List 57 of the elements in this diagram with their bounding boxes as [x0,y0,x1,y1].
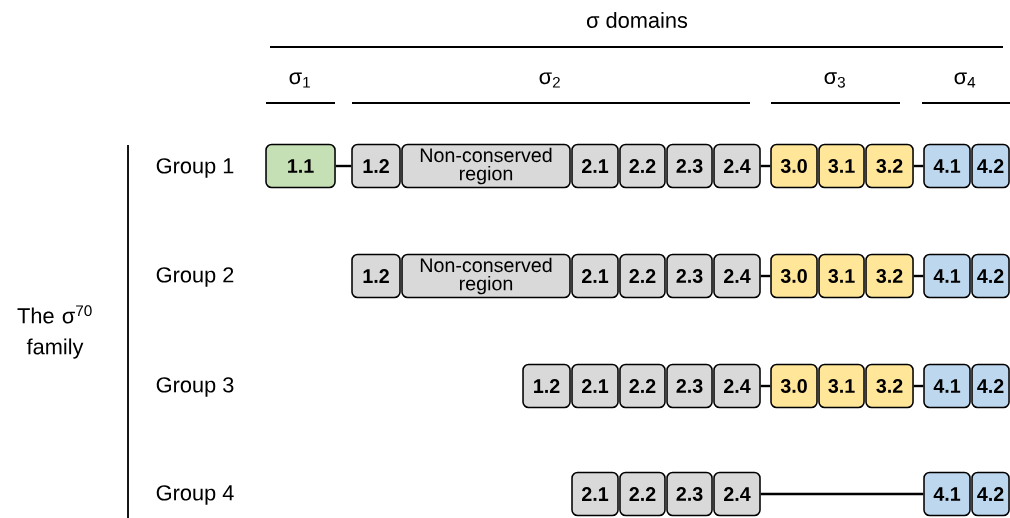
domain-box: 3.2 [865,253,914,299]
domain-box: 4.2 [971,253,1010,299]
connector-line [760,274,771,278]
domain-box: 2.2 [619,143,666,189]
domain-box: 2.2 [619,363,666,409]
domain-box: 3.1 [818,253,865,299]
domain-box: 2.4 [713,253,761,299]
region-box: Non-conserved region [401,143,571,189]
domain-box: 3.1 [818,363,865,409]
domain-box: 2.4 [713,363,761,409]
domain-box: 1.1 [265,143,336,189]
connector-line [913,164,924,168]
group-label: Group 4 [156,485,234,505]
domain-box: 3.1 [818,143,865,189]
domain-box: 3.0 [770,143,818,189]
heading-label: σ$_{3}$ [824,72,845,88]
region-box: Non-conserved region [401,253,571,299]
heading-label: σ$_{2}$ [539,72,560,88]
domain-box: 2.4 [713,143,761,189]
domain-box: 1.2 [351,253,401,299]
family-label: The σ$^{70}$ family [17,305,92,359]
domain-box: 3.2 [865,143,914,189]
domain-box: 4.2 [971,363,1010,409]
domain-box: 4.1 [923,143,971,189]
domain-box: 2.4 [713,471,761,517]
domain-box: 2.2 [619,253,666,299]
group-label: Group 1 [156,158,234,178]
domain-box: 2.1 [571,143,619,189]
domain-box: 2.1 [571,253,619,299]
connector-line [335,164,352,168]
domain-box: 1.2 [351,143,401,189]
connector-line [760,164,771,168]
connector-line [760,492,924,496]
domain-box: 2.1 [571,471,619,517]
domain-box: 3.0 [770,253,818,299]
domain-box: 3.0 [770,363,818,409]
domain-box: 2.3 [666,143,713,189]
domain-box: 2.3 [666,363,713,409]
domain-box: 2.1 [571,363,619,409]
domain-box: 3.2 [865,363,914,409]
domain-box: 2.2 [619,471,666,517]
domain-box: 4.2 [971,471,1010,517]
heading-label: σ$_{4}$ [954,72,976,88]
connector-line [913,274,924,278]
domain-box: 4.2 [971,143,1010,189]
heading-label: σ$_{1}$ [289,72,310,88]
connector-line [913,384,924,388]
domain-box: 4.1 [923,253,971,299]
connector-line [760,384,771,388]
group-label: Group 3 [156,377,234,397]
domain-box: 4.1 [923,471,971,517]
domain-box: 2.3 [666,471,713,517]
group-label: Group 2 [156,267,234,287]
heading-label: σ domains [587,12,688,28]
domain-box: 2.3 [666,253,713,299]
domain-box: 1.2 [522,363,571,409]
domain-box: 4.1 [923,363,971,409]
